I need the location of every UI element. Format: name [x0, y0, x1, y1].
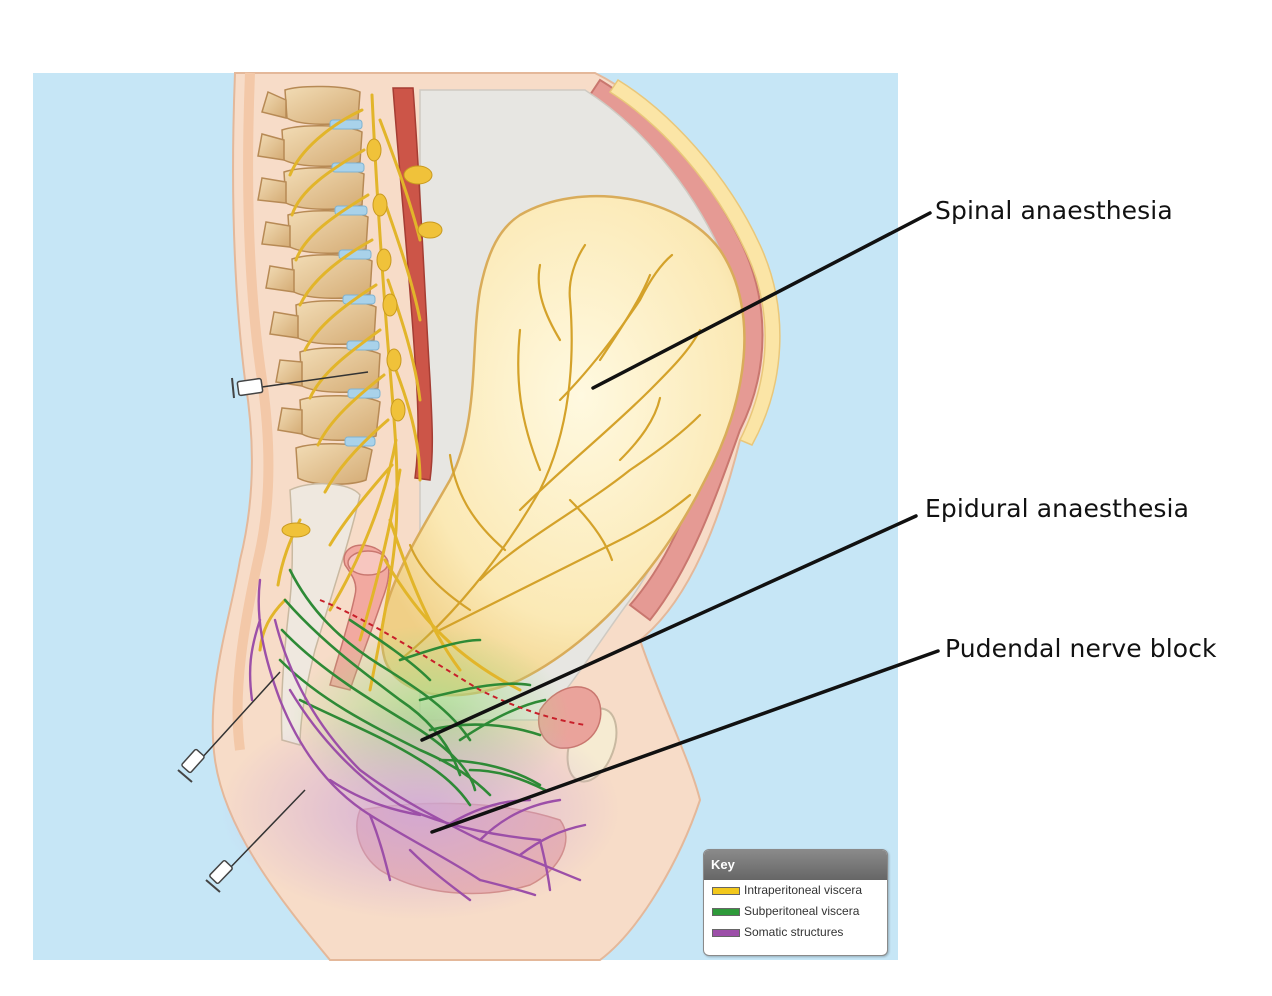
leader-line-pudendal — [430, 649, 940, 834]
label-pudendal-nerve-block: Pudendal nerve block — [945, 634, 1217, 663]
legend-label: Intraperitoneal viscera — [744, 883, 863, 897]
nerve-ganglia — [281, 138, 443, 538]
leader-line-epidural — [420, 514, 918, 742]
legend-label: Subperitoneal viscera — [744, 904, 860, 918]
legend-item-somatic: Somatic structures — [704, 922, 887, 943]
back-skin-layer — [232, 72, 274, 751]
spinous-processes — [257, 90, 303, 435]
legend-swatch-green — [712, 908, 740, 916]
legend-swatch-purple — [712, 929, 740, 937]
legend-swatch-yellow — [712, 887, 740, 895]
legend-label: Somatic structures — [744, 925, 844, 939]
label-epidural-anaesthesia: Epidural anaesthesia — [925, 494, 1190, 523]
subperitoneal-nerves — [278, 568, 547, 807]
leader-line-spinal — [591, 211, 932, 390]
legend-item-subperitoneal: Subperitoneal viscera — [704, 901, 887, 922]
somatic-nerves — [248, 578, 587, 902]
peritoneal-boundary-line — [319, 599, 586, 726]
syringe-pudendal — [205, 789, 306, 893]
syringe-spinal — [231, 371, 369, 399]
abdominal-wall-fat — [608, 78, 781, 446]
legend-key: Key Intraperitoneal viscera Subperitonea… — [703, 849, 888, 956]
label-spinal-anaesthesia: Spinal anaesthesia — [935, 196, 1173, 225]
legend-item-intraperitoneal: Intraperitoneal viscera — [704, 880, 887, 901]
uterine-nerve-branches — [398, 243, 702, 662]
syringe-epidural — [177, 671, 281, 783]
legend-title: Key — [704, 850, 887, 880]
